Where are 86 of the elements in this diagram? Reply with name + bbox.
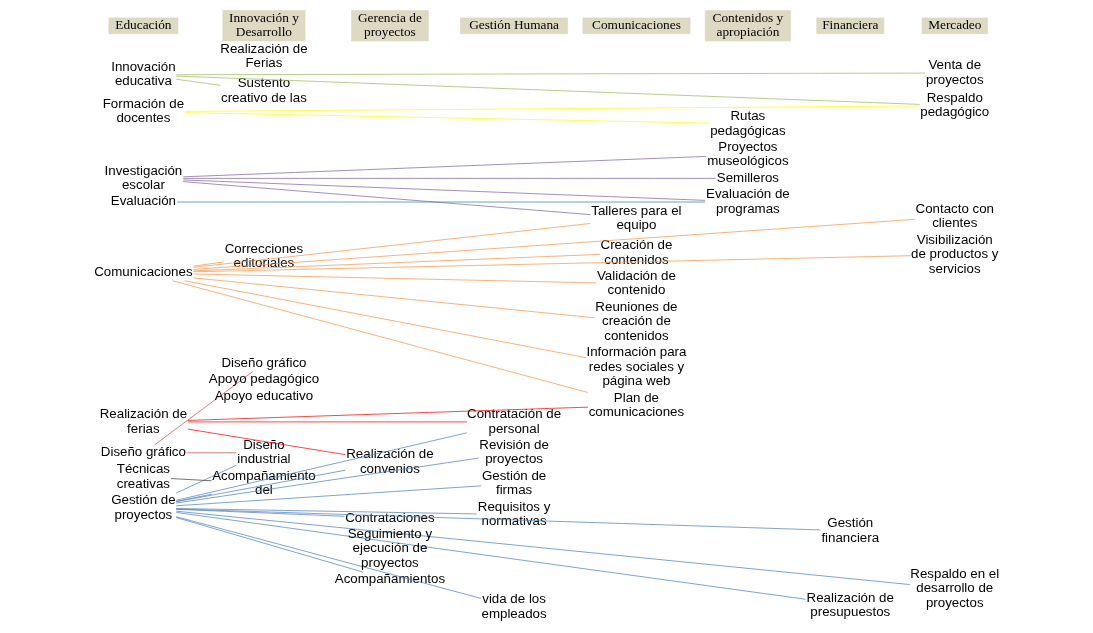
connector — [175, 464, 237, 494]
node-box: Contenidos y apropiación — [704, 10, 791, 42]
node-text: Apoyo pedagógico — [208, 371, 320, 387]
node-text: Respaldo en el desarrollo de proyectos — [910, 565, 1000, 610]
connector — [176, 201, 706, 203]
connector — [193, 273, 597, 284]
node-box: Mercadeo — [921, 17, 988, 34]
connector — [154, 371, 254, 446]
node-text: Apoyo educativo — [214, 387, 314, 403]
node-text: Realización de Ferias — [220, 40, 308, 71]
connector — [187, 428, 346, 455]
node-text: Talleres para el equipo — [591, 202, 682, 233]
node-text: Información para redes sociales y página web — [586, 344, 687, 389]
node-text: Evaluación — [110, 193, 176, 209]
node-text: Evaluación de programas — [706, 186, 790, 216]
connector — [175, 493, 213, 502]
connector — [170, 478, 213, 482]
node-text: Investigación escolar — [104, 162, 183, 193]
connector — [175, 75, 921, 105]
connector — [175, 432, 468, 501]
node-text: Venta de proyectos — [925, 57, 984, 87]
connector — [175, 516, 482, 599]
node-text: Diseño gráfico — [221, 355, 307, 371]
connector — [193, 218, 916, 270]
connector — [182, 179, 706, 201]
node-text: Seguimiento y ejecución de proyectos — [347, 525, 433, 571]
connector — [172, 280, 589, 393]
connector — [175, 512, 806, 600]
connector — [175, 485, 482, 507]
node-text: Contacto con clientes — [915, 200, 994, 231]
node-text: Sustento creativo de las — [221, 75, 307, 105]
connector — [193, 255, 911, 273]
node-text: Revisión de proyectos — [479, 436, 549, 467]
node-text: Rutas pedagógicas — [710, 108, 786, 138]
connector — [193, 254, 601, 272]
node-text: Semilleros — [716, 169, 779, 185]
node-box: Comunicaciones — [582, 17, 691, 34]
node-text: Acompañamiento del — [212, 467, 316, 498]
node-box: Innovación y Desarrollo — [222, 10, 306, 42]
node-text: Requisitos y normativas — [477, 498, 551, 529]
node-text: Correcciones editoriales — [224, 240, 304, 271]
node-box: Gestión Humana — [460, 17, 568, 34]
node-text: Diseño gráfico — [100, 444, 186, 460]
connector — [175, 510, 911, 585]
connector — [186, 452, 237, 454]
node-text: Realización de convenios — [346, 446, 434, 476]
connector — [193, 277, 596, 319]
node-text: Contratación de personal — [467, 406, 562, 436]
connector — [175, 508, 821, 531]
connector — [193, 261, 225, 267]
node-text: Técnicas creativas — [116, 461, 171, 491]
node-text: Formación de docentes — [102, 95, 185, 126]
connector — [175, 517, 364, 573]
node-box: Financiera — [816, 17, 885, 34]
connector — [184, 280, 587, 359]
node-text: Innovación educativa — [111, 58, 176, 89]
node-text: Validación de contenido — [596, 267, 676, 298]
node-box: Educación — [108, 17, 179, 34]
node-text: Plan de comunicaciones — [588, 389, 685, 420]
node-text: Proyectos museológicos — [707, 138, 789, 169]
node-text: vida de los empleados — [481, 591, 547, 621]
connector — [184, 105, 921, 112]
connector — [175, 469, 346, 503]
connector — [184, 112, 710, 124]
node-text: Gestión de firmas — [481, 467, 547, 498]
node-text: Creación de contenidos — [600, 237, 673, 267]
node-text: Visibilización de productos y servicios — [911, 231, 999, 276]
connector — [187, 406, 589, 421]
node-text: Gestión financiera — [821, 515, 880, 545]
connector — [175, 72, 926, 76]
connector — [182, 178, 717, 179]
connector — [175, 78, 221, 86]
node-text: Diseño industrial — [237, 436, 291, 467]
node-text: Respaldo pedagógico — [920, 89, 990, 120]
connector — [182, 156, 707, 178]
node-text: Reuniones de creación de contenidos — [595, 298, 678, 343]
node-box: Gerencia de proyectos — [351, 10, 429, 42]
node-text: Contrataciones — [345, 509, 435, 525]
node-text: Gestión de proyectos — [111, 492, 176, 522]
node-text: Comunicaciones — [94, 264, 193, 280]
connector — [182, 181, 591, 215]
node-text: Acompañamientos — [334, 571, 446, 587]
connector — [175, 457, 479, 504]
node-text: Realización de ferias — [99, 406, 188, 436]
connector — [193, 223, 591, 268]
node-text: Realización de presupuestos — [806, 589, 894, 620]
